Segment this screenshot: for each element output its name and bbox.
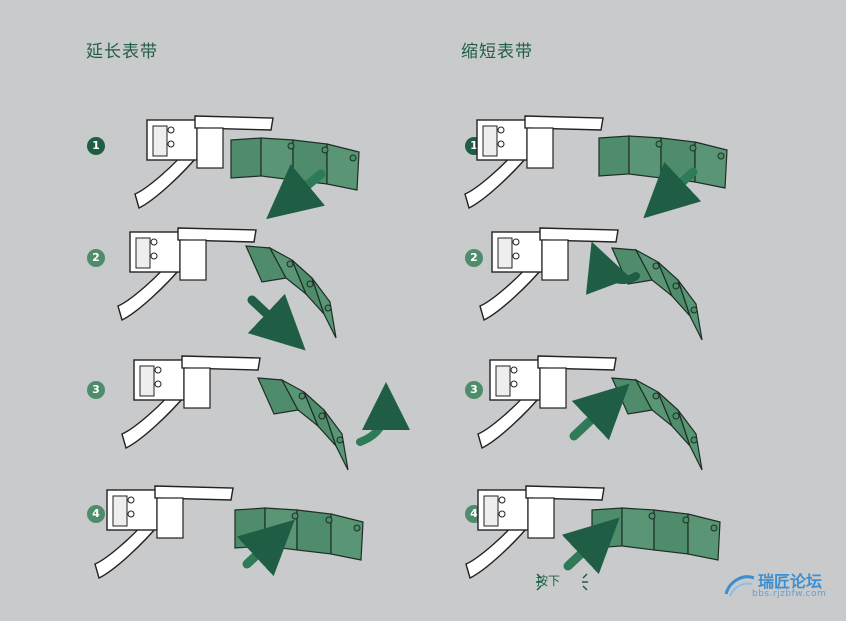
step-badge-3-right: 3 <box>465 381 483 399</box>
step-badge-1-left: 1 <box>87 137 105 155</box>
step-badge-3-left: 3 <box>87 381 105 399</box>
step-badge-2-right: 2 <box>465 249 483 267</box>
press-label: 按下 <box>536 574 561 588</box>
watermark-url: bbs.rjzbfw.com <box>752 589 827 599</box>
shorten-strap-title: 缩短表带 <box>461 42 533 62</box>
extend-strap-title: 延长表带 <box>86 42 158 62</box>
step-badge-4-left: 4 <box>87 505 105 523</box>
step-badge-2-left: 2 <box>87 249 105 267</box>
watermark-name: 瑞匠论坛 <box>758 572 823 591</box>
swoosh-logo-icon <box>724 575 755 597</box>
forum-watermark: 瑞匠论坛 bbs.rjzbfw.com <box>722 568 842 604</box>
